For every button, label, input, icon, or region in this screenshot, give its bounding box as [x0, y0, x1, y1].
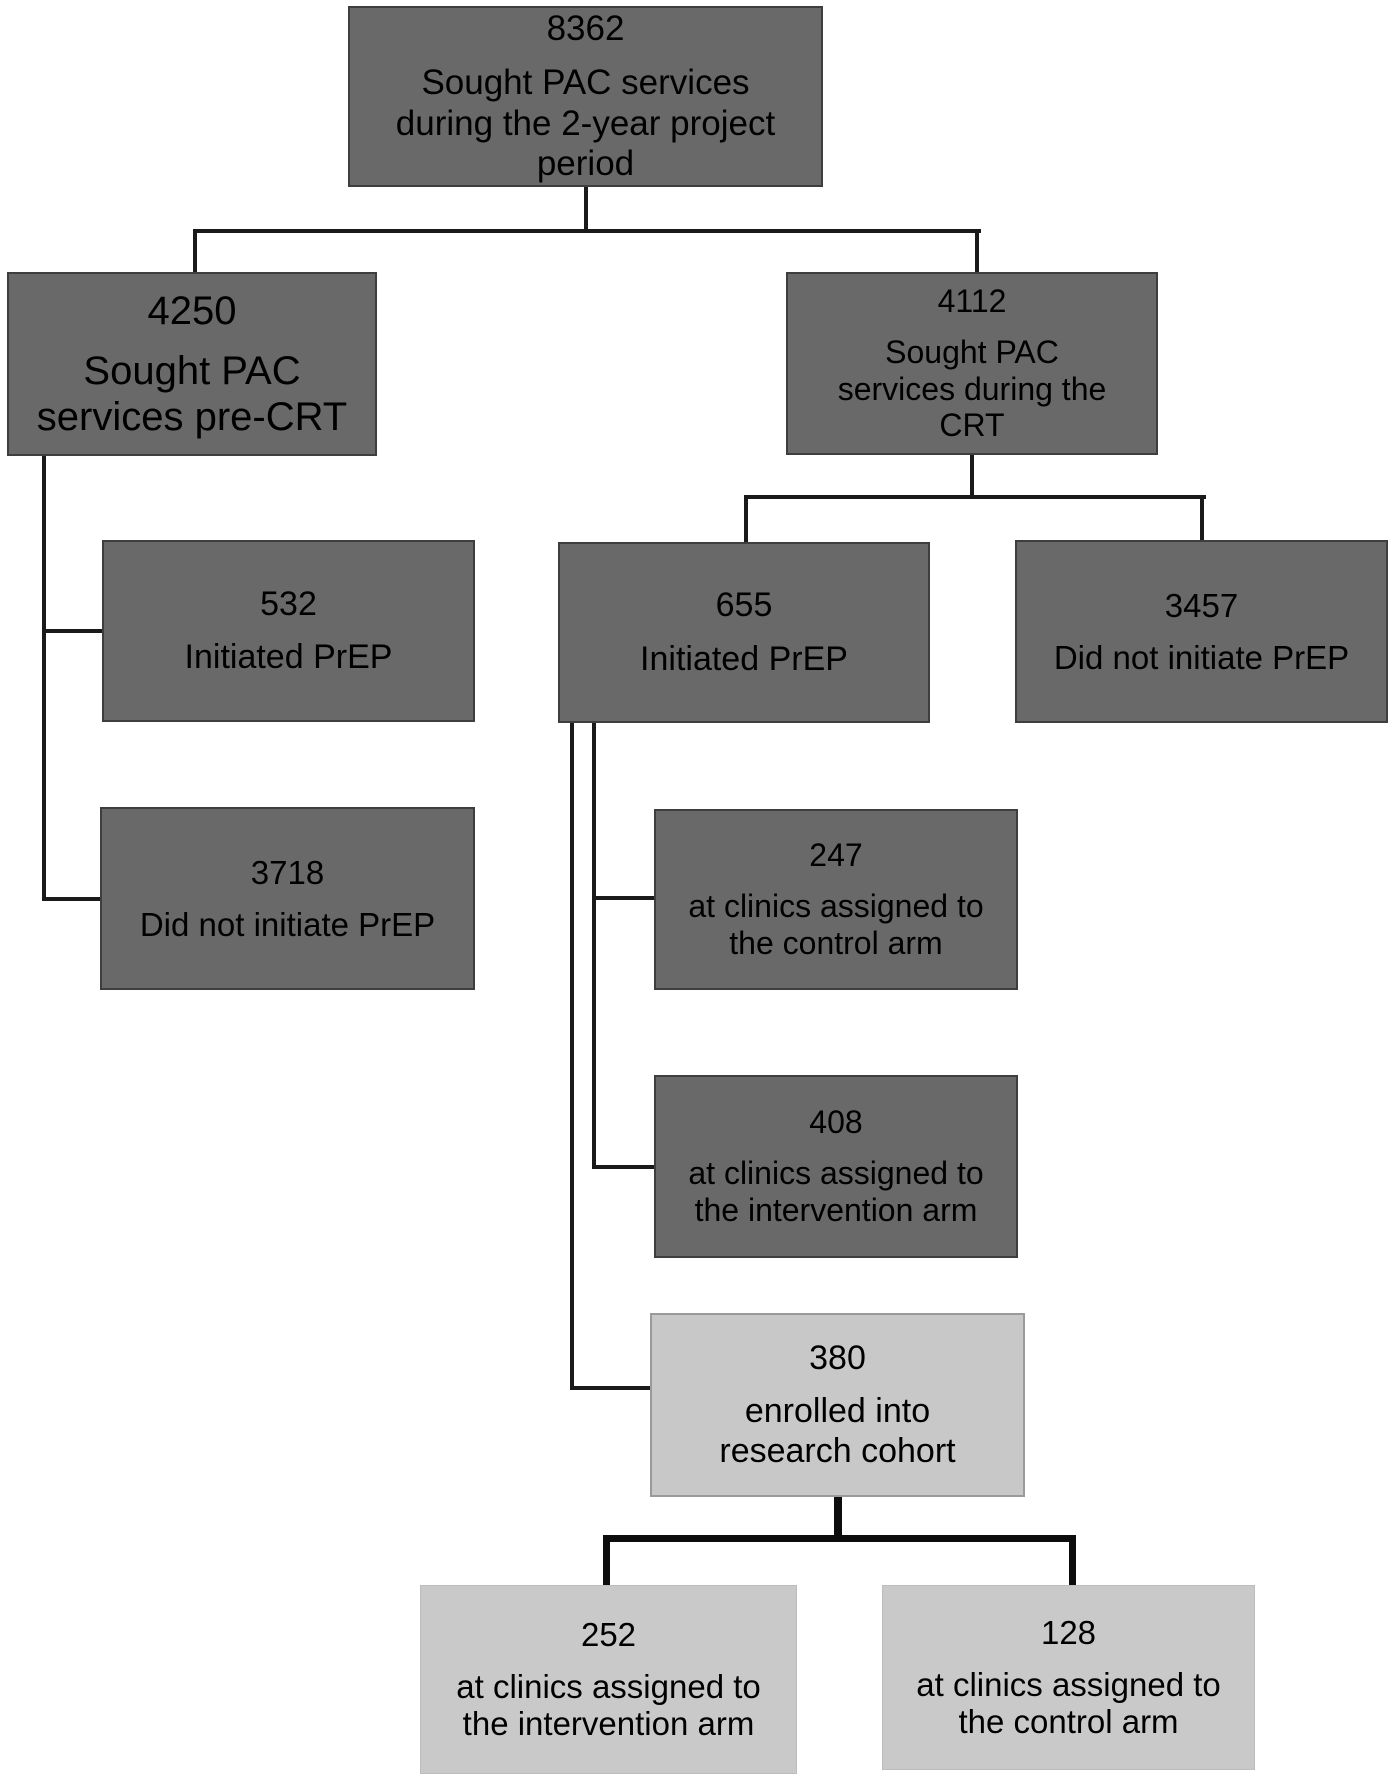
node-enrolled-cohort: 380 enrolled into research cohort	[650, 1313, 1025, 1497]
connector-stub-247	[592, 896, 654, 900]
node-count: 247	[809, 837, 863, 874]
node-label: at clinics assigned to the intervention …	[456, 1667, 761, 1743]
node-label: Initiated PrEP	[184, 638, 393, 676]
node-sought-pac-total: 8362 Sought PAC services during the 2-ye…	[348, 6, 823, 187]
connector-655-outer-spine	[570, 723, 574, 1390]
node-count: 380	[809, 1339, 866, 1378]
node-count: 3457	[1164, 586, 1239, 624]
connector-crt-split-drop	[970, 455, 974, 497]
node-count: 655	[715, 586, 773, 625]
connector-stub-408	[592, 1165, 654, 1169]
node-intervention-arm-clinics: 408 at clinics assigned to the intervent…	[654, 1075, 1018, 1258]
connector-cohort-branch	[603, 1535, 1076, 1542]
node-during-crt: 4112 Sought PAC services during the CRT	[786, 272, 1158, 455]
node-count: 408	[809, 1104, 863, 1141]
connector-380-drop	[834, 1497, 842, 1542]
node-count: 4112	[937, 282, 1007, 319]
node-count: 252	[580, 1615, 637, 1653]
node-cohort-intervention-arm: 252 at clinics assigned to the intervent…	[420, 1585, 797, 1774]
node-count: 128	[1040, 1613, 1097, 1651]
node-count: 532	[260, 584, 317, 623]
node-count: 3718	[250, 853, 325, 891]
node-count: 8362	[546, 9, 625, 48]
node-control-arm-clinics: 247 at clinics assigned to the control a…	[654, 809, 1018, 990]
connector-252-drop	[603, 1535, 610, 1585]
node-pre-crt: 4250 Sought PAC services pre-CRT	[7, 272, 377, 456]
connector-655-inner-spine	[592, 723, 596, 1169]
connector-stub-3718	[42, 897, 100, 901]
connector-crt-branch	[744, 495, 1206, 499]
node-label: enrolled into research cohort	[719, 1392, 956, 1470]
node-crt-initiated-prep: 655 Initiated PrEP	[558, 542, 930, 723]
node-label: Initiated PrEP	[640, 639, 848, 678]
node-label: at clinics assigned to the control arm	[688, 888, 984, 961]
node-label: Sought PAC services during the 2-year pr…	[395, 63, 776, 183]
connector-655-drop	[744, 495, 748, 542]
node-cohort-control-arm: 128 at clinics assigned to the control a…	[882, 1585, 1255, 1770]
connector-128-drop	[1069, 1535, 1076, 1585]
node-label: Did not initiate PrEP	[1053, 638, 1350, 676]
node-label: at clinics assigned to the intervention …	[688, 1155, 984, 1228]
connector-stub-532	[42, 629, 102, 633]
connector-crt-drop	[975, 229, 979, 272]
node-crt-no-prep: 3457 Did not initiate PrEP	[1015, 540, 1388, 723]
node-label: Sought PAC services during the CRT	[837, 333, 1107, 444]
node-pre-crt-initiated-prep: 532 Initiated PrEP	[102, 540, 475, 722]
connector-precrt-spine	[42, 456, 46, 901]
node-pre-crt-no-prep: 3718 Did not initiate PrEP	[100, 807, 475, 990]
node-label: at clinics assigned to the control arm	[916, 1665, 1221, 1741]
node-count: 4250	[147, 289, 237, 333]
connector-precrt-drop	[193, 229, 197, 272]
node-label: Did not initiate PrEP	[139, 905, 436, 943]
connector-total-drop	[584, 187, 588, 232]
node-label: Sought PAC services pre-CRT	[36, 349, 348, 439]
connector-3457-drop	[1200, 495, 1204, 540]
connector-stub-380	[570, 1386, 650, 1390]
connector-top-branch	[193, 229, 981, 233]
